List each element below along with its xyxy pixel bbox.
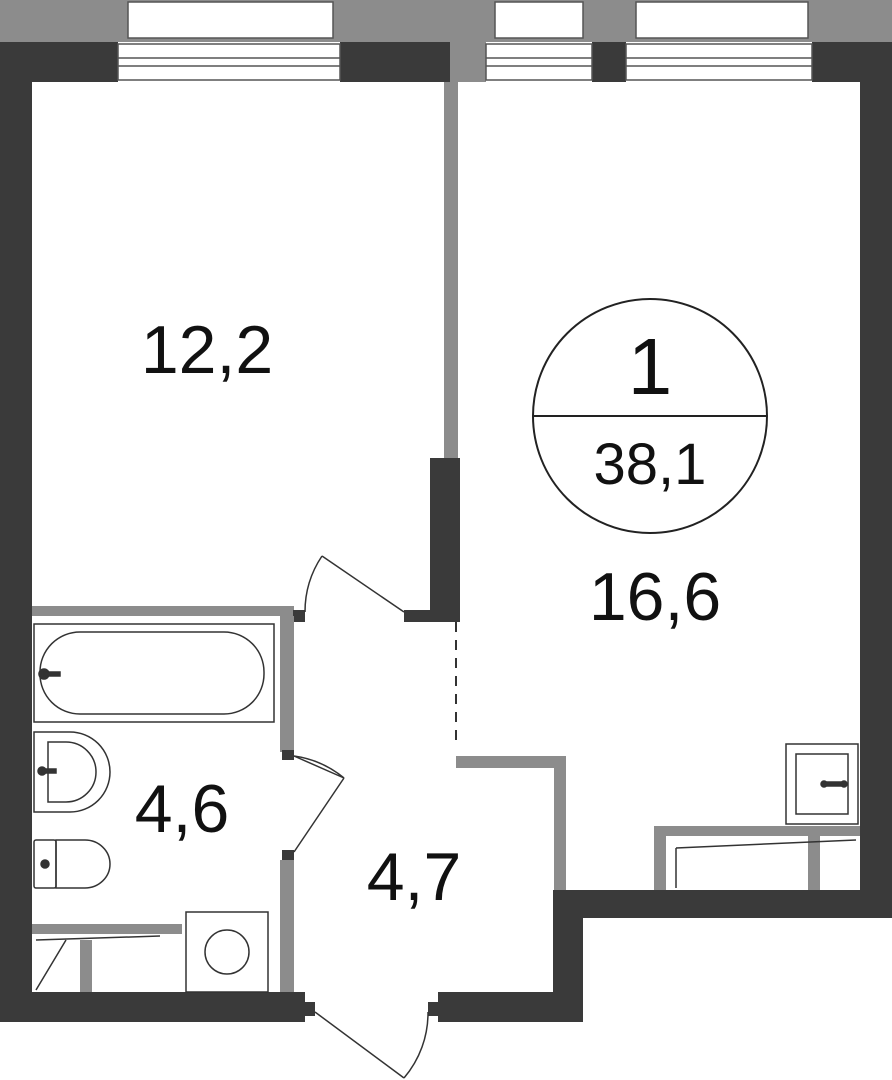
hallway-area-label: 4,7 [367,839,462,915]
bathtub-icon [33,623,275,723]
windows [117,43,813,81]
total-area: 38,1 [594,432,707,497]
outer-walls [0,42,892,1022]
bathroom-area-label: 4,6 [135,771,230,847]
toilet-icon [33,839,111,889]
washing-machine-icon [185,911,269,993]
facade-pillar [450,42,486,82]
doors [35,555,857,1079]
bedroom-area-label: 12,2 [141,312,273,388]
living-area-label: 16,6 [589,559,721,635]
kitchen-sink-icon [785,743,859,825]
room-count: 1 [628,322,673,411]
sink-icon [33,731,111,813]
interior-walls [32,82,860,1016]
apartment-badge: 1 38,1 [532,298,768,534]
facade-strip [0,0,892,42]
